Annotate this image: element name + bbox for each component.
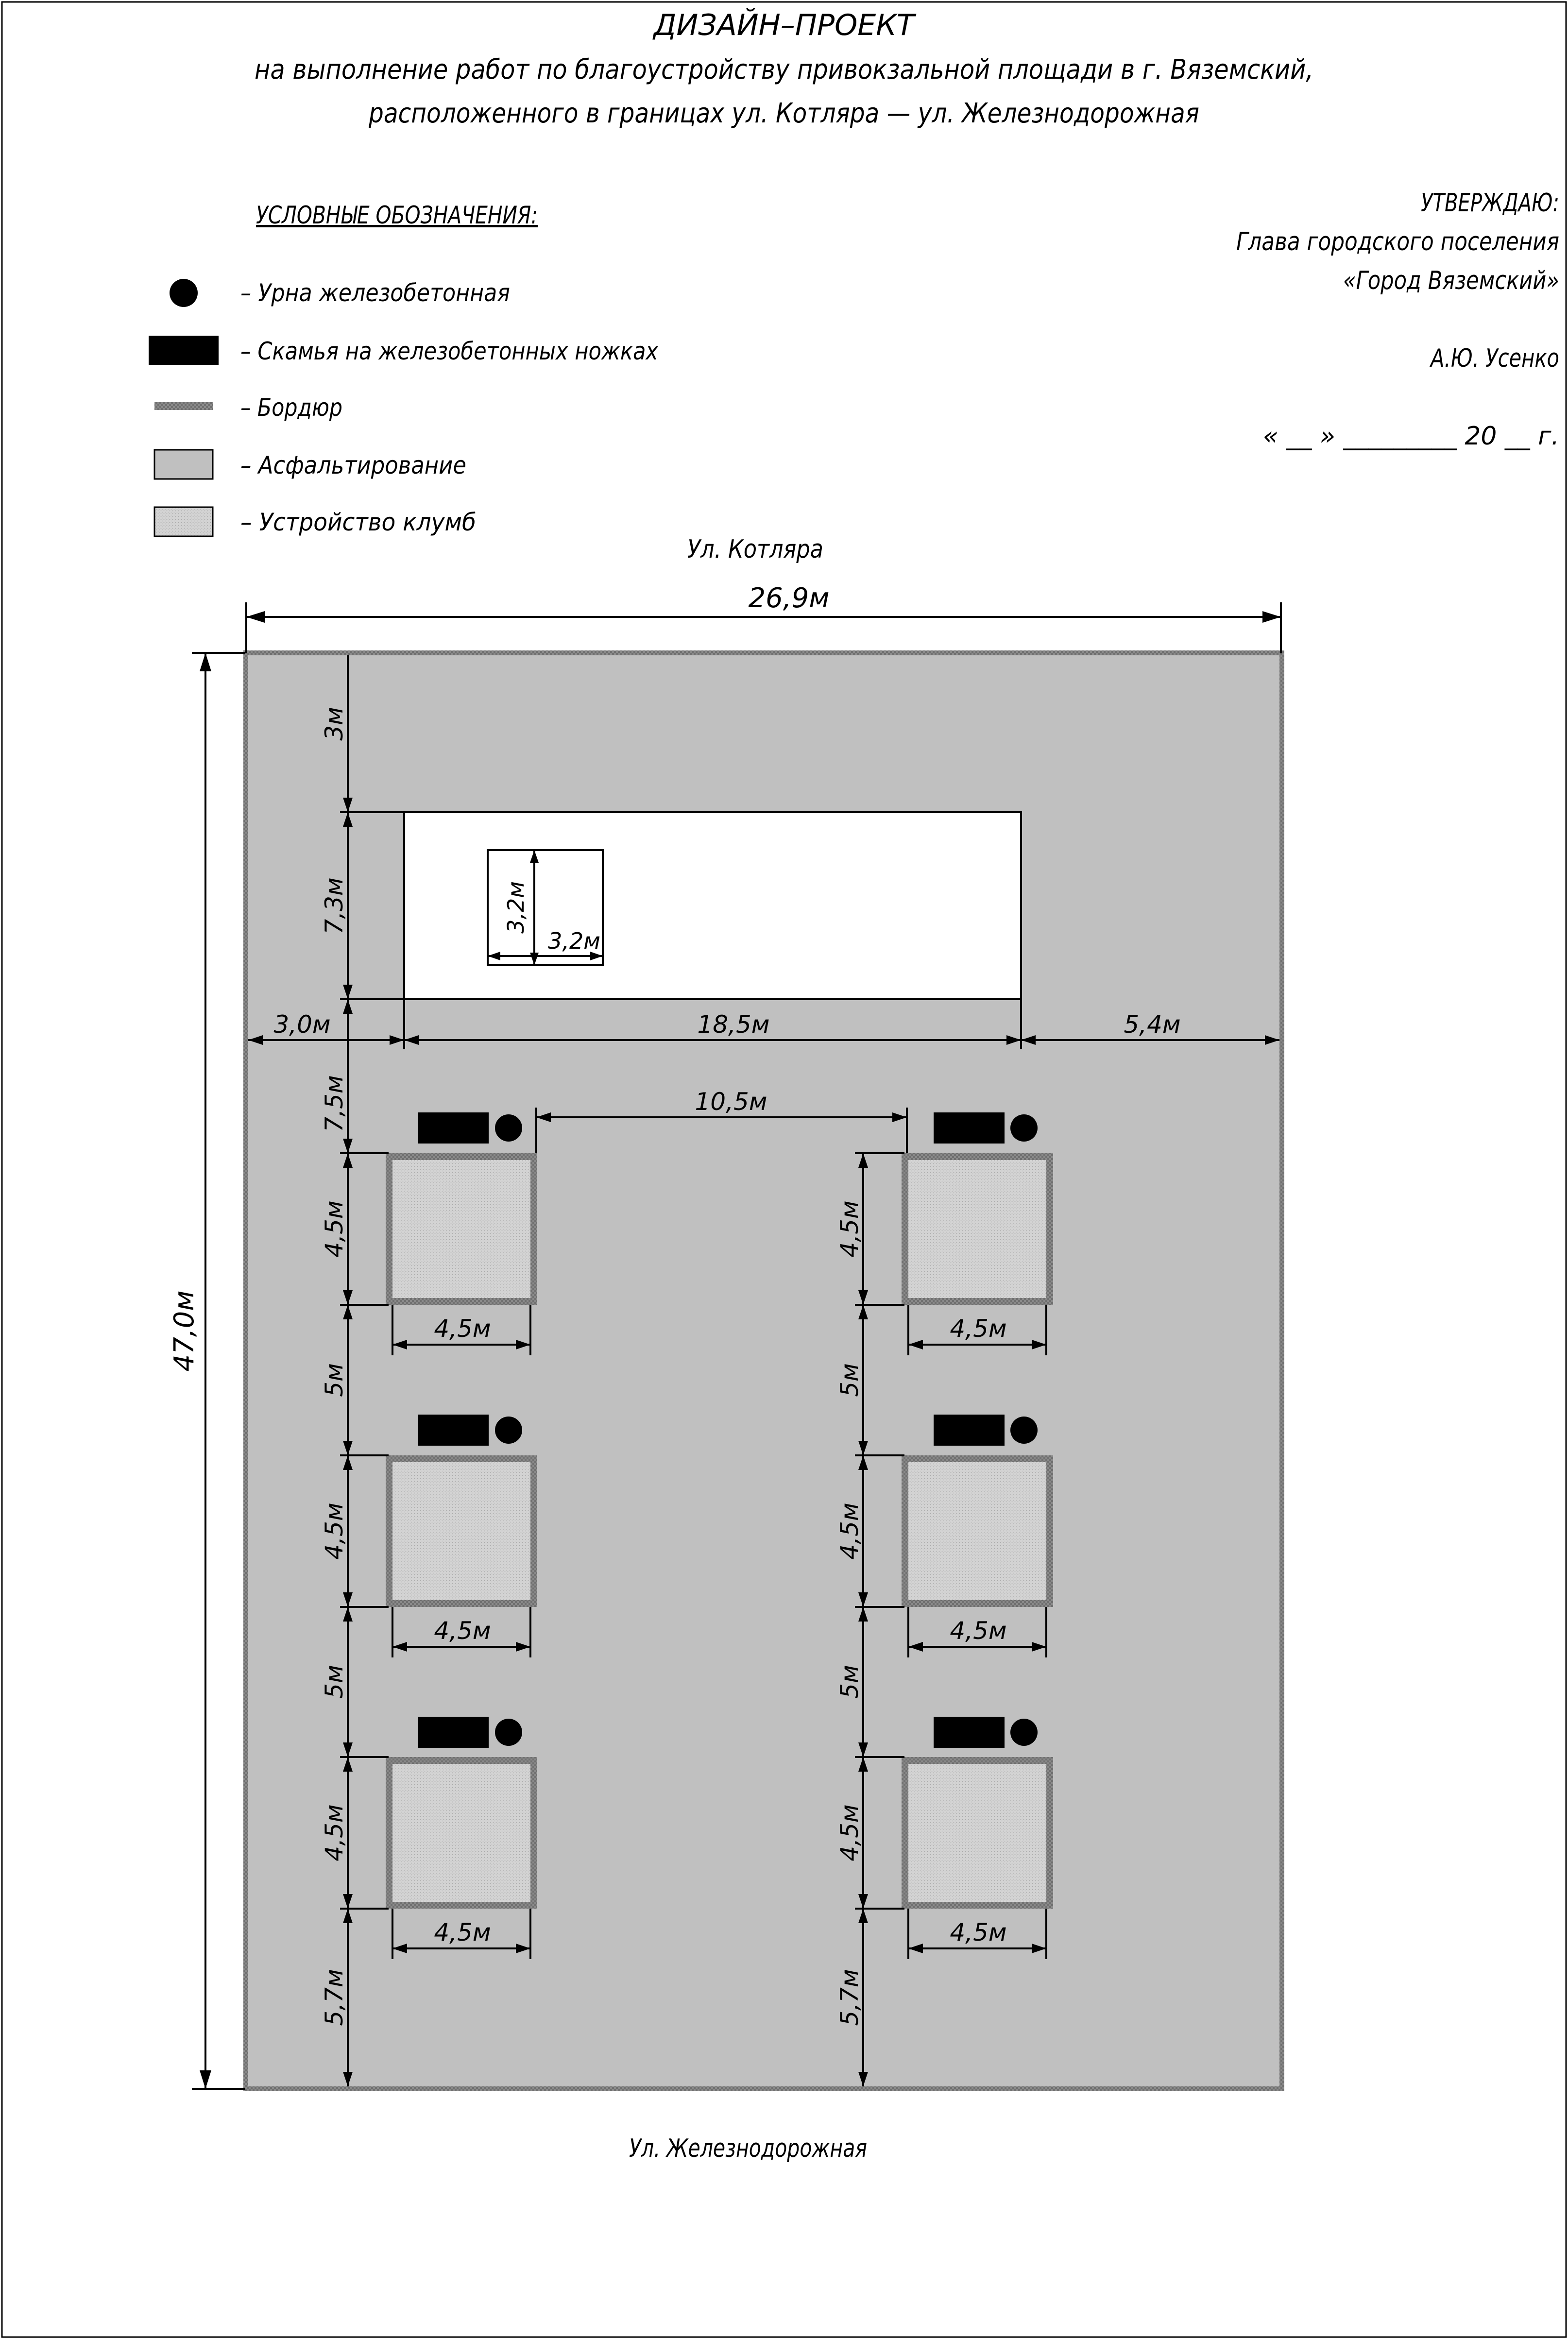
bench <box>418 1415 489 1446</box>
dim-bed-width: 4,5м <box>434 1315 491 1343</box>
flowerbed <box>902 1153 1053 1305</box>
title-block: ДИЗАЙН–ПРОЕКТ на выполнение работ по бла… <box>255 8 1313 129</box>
approval-block: УТВЕРЖДАЮ: Глава городского поселения «Г… <box>1236 188 1559 451</box>
title-line-1: ДИЗАЙН–ПРОЕКТ <box>652 8 917 42</box>
urn-icon <box>170 279 198 307</box>
legend-heading: УСЛОВНЫЕ ОБОЗНАЧЕНИЯ: <box>256 201 538 229</box>
asphalt-icon <box>153 449 214 480</box>
legend-label-flowerbed: – Устройство клумб <box>240 508 476 536</box>
approval-position: Глава городского поселения <box>1236 227 1559 256</box>
urn <box>1010 1417 1038 1444</box>
bench <box>934 1112 1005 1144</box>
dim-bed-height: 4,5м <box>320 1804 348 1861</box>
dimension-lines <box>192 602 1282 2090</box>
bench-icon <box>149 336 219 365</box>
urn <box>495 1417 522 1444</box>
flowerbed <box>386 1455 537 1607</box>
street-bottom-label: Ул. Железнодорожная <box>629 2134 867 2163</box>
dim-top-gap: 3м <box>320 707 348 741</box>
flowerbed <box>902 1455 1053 1607</box>
dim-building-height: 7,3м <box>320 877 348 934</box>
dim-bed-height: 4,5м <box>835 1200 864 1257</box>
dim-bed-gap: 5м <box>835 1665 864 1699</box>
site-plan <box>243 650 1284 2091</box>
dim-bed-gap: 5м <box>320 1665 348 1699</box>
street-top-label: Ул. Котляра <box>687 535 823 564</box>
dim-bed-spacing: 10,5м <box>695 1088 767 1116</box>
bench <box>418 1112 489 1144</box>
flowerbed <box>386 1757 537 1909</box>
approval-signatory: А.Ю. Усенко <box>1430 344 1559 373</box>
legend-label-bench: – Скамья на железобетонных ножках <box>240 337 658 365</box>
dim-bottom-gap: 5,7м <box>835 1969 864 2026</box>
dim-bed-height: 4,5м <box>320 1200 348 1257</box>
dim-bed-width: 4,5м <box>950 1617 1006 1645</box>
legend-label-asphalt: – Асфальтирование <box>240 451 466 479</box>
dimension-labels: 26,9м 47,0м 3м 7,3м 7,5м 4,5м 5м 4,5м 5м… <box>169 582 1181 2026</box>
legend-label-urn: – Урна железобетонная <box>240 279 510 307</box>
dim-bed-gap: 5м <box>835 1363 864 1397</box>
dim-bed-gap: 5м <box>320 1363 348 1397</box>
dim-building-width: 18,5м <box>697 1010 769 1039</box>
building <box>403 811 1022 1000</box>
dim-bed-width: 4,5м <box>950 1918 1006 1946</box>
dim-overall-width: 26,9м <box>749 582 830 614</box>
legend: УСЛОВНЫЕ ОБОЗНАЧЕНИЯ: – Урна железобетон… <box>149 201 658 537</box>
dim-bed-height: 4,5м <box>835 1502 864 1559</box>
dim-bed-width: 4,5м <box>950 1315 1006 1343</box>
urn <box>495 1114 522 1142</box>
dim-bed-height: 4,5м <box>320 1502 348 1559</box>
bench <box>418 1717 489 1748</box>
flowerbed-icon <box>153 506 214 537</box>
dim-inner-box-width: 3,2м <box>548 928 600 954</box>
title-line-2: на выполнение работ по благоустройству п… <box>255 54 1313 85</box>
flowerbed <box>386 1153 537 1305</box>
dim-bed-height: 4,5м <box>835 1804 864 1861</box>
bench <box>934 1717 1005 1748</box>
curb-icon <box>154 402 213 410</box>
dim-bed-width: 4,5м <box>434 1617 491 1645</box>
legend-label-curb: – Бордюр <box>240 393 342 422</box>
urn <box>1010 1719 1038 1746</box>
dim-to-beds: 7,5м <box>320 1075 348 1132</box>
approval-heading: УТВЕРЖДАЮ: <box>1421 188 1559 218</box>
dim-bed-width: 4,5м <box>434 1918 491 1946</box>
approval-organization: «Город Вяземский» <box>1343 266 1559 295</box>
dim-bottom-gap: 5,7м <box>320 1969 348 2026</box>
dim-inner-box-height: 3,2м <box>503 881 529 934</box>
dim-right-offset: 5,4м <box>1124 1010 1180 1039</box>
flowerbed <box>902 1757 1053 1909</box>
approval-date: « __ » _________ 20 __ г. <box>1263 422 1559 451</box>
building-inner-room <box>487 849 604 966</box>
urn <box>495 1719 522 1746</box>
title-line-3: расположенного в границах ул. Котляра — … <box>368 98 1199 129</box>
bench <box>934 1415 1005 1446</box>
urn <box>1010 1114 1038 1142</box>
dim-overall-height: 47,0м <box>169 1291 200 1372</box>
dim-left-offset: 3,0м <box>273 1010 330 1039</box>
